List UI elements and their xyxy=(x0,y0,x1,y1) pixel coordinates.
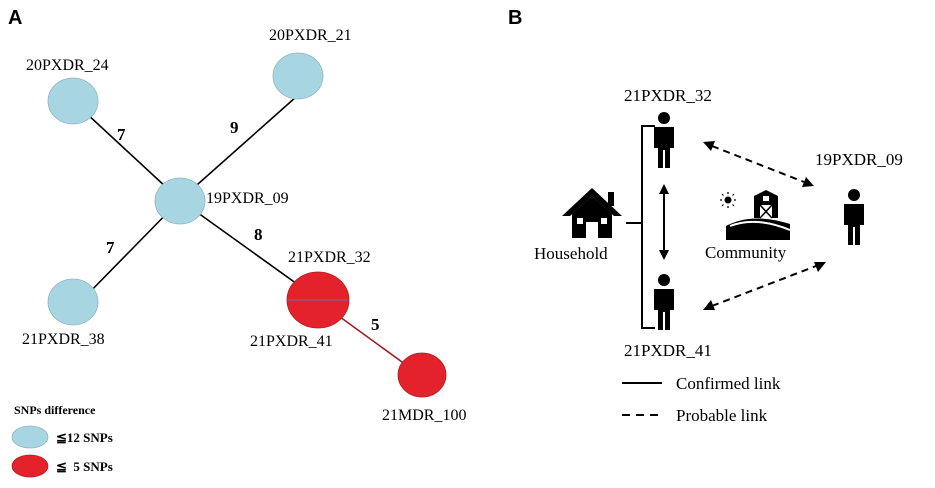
node-21MDR_100 xyxy=(397,352,447,398)
panel-a: A 7 9 7 8 5 20PXDR_24 20PXDR_21 19PXDR_0… xyxy=(8,7,466,478)
node-label-20PXDR_21: 20PXDR_21 xyxy=(269,27,352,44)
barn-farm-icon xyxy=(720,190,791,240)
community-label: Community xyxy=(705,243,787,262)
person-top-icon xyxy=(654,112,674,168)
panel-a-letter: A xyxy=(8,7,22,29)
panel-b-letter: B xyxy=(508,7,522,29)
legend-blue-swatch xyxy=(11,425,49,449)
legend-red-label: ≦ 5 SNPs xyxy=(56,459,113,474)
household-bracket xyxy=(641,125,655,329)
node-19PXDR_09 xyxy=(154,177,206,225)
person-bottom-label: 21PXDR_41 xyxy=(624,341,712,360)
edge-label-32-100: 5 xyxy=(371,315,380,334)
confirmed-link-arrow xyxy=(659,184,669,260)
legend-red-swatch xyxy=(11,454,49,478)
legend-probable-label: Probable link xyxy=(676,406,768,425)
node-21PXDR_38 xyxy=(47,278,99,326)
panel-b: B 21PXDR_32 21PXDR_41 19PXDR_09 Househol… xyxy=(508,7,903,425)
legend-a: SNPs difference ≦12 SNPs ≦ 5 SNPs xyxy=(11,403,113,478)
edge-label-21-09: 9 xyxy=(230,118,239,137)
edge-label-24-09: 7 xyxy=(117,125,126,144)
node-label-20PXDR_24: 20PXDR_24 xyxy=(26,57,109,74)
node-20PXDR_24 xyxy=(47,77,99,125)
node-label-21PXDR_38: 21PXDR_38 xyxy=(22,331,105,348)
node-label-21MDR_100: 21MDR_100 xyxy=(382,407,466,424)
household-label: Household xyxy=(534,244,608,263)
person-bottom-icon xyxy=(654,274,674,330)
probable-link-arrow-bottom xyxy=(703,262,826,310)
node-label-21PXDR_41: 21PXDR_41 xyxy=(250,333,333,350)
edge-label-09-32: 8 xyxy=(254,225,263,244)
house-icon xyxy=(562,188,622,238)
legend-a-title: SNPs difference xyxy=(14,403,96,417)
legend-blue-label: ≦12 SNPs xyxy=(56,430,113,445)
edge-label-38-09: 7 xyxy=(106,238,115,257)
node-label-19PXDR_09: 19PXDR_09 xyxy=(206,190,289,207)
node-20PXDR_21 xyxy=(272,52,324,100)
person-top-label: 21PXDR_32 xyxy=(624,86,712,105)
legend-confirmed-label: Confirmed link xyxy=(676,374,781,393)
person-right-icon xyxy=(844,189,864,245)
edge-21-09 xyxy=(179,96,297,201)
probable-link-arrow-top xyxy=(703,141,814,187)
node-label-21PXDR_32: 21PXDR_32 xyxy=(288,249,371,266)
person-right-label: 19PXDR_09 xyxy=(815,150,903,169)
legend-b: Confirmed link Probable link xyxy=(622,374,781,425)
